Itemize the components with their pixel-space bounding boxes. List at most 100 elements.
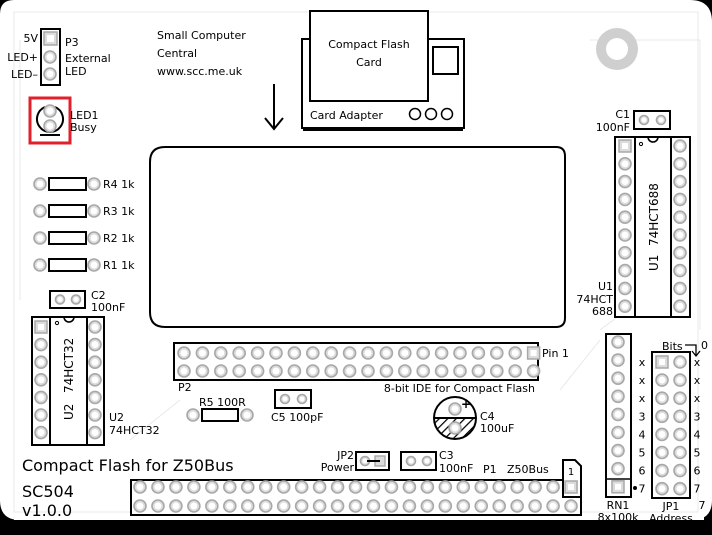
jp1-pin-1 [655, 355, 669, 369]
u1-pin [618, 281, 632, 296]
header-p3[interactable] [40, 28, 61, 86]
jp1-pin [673, 373, 687, 387]
u1-pin [618, 299, 632, 314]
p1-pin [276, 499, 291, 513]
rn1-pin [611, 335, 625, 349]
jp1-bit-end: 7 [699, 499, 706, 512]
p2-pin1-label: Pin 1 [542, 347, 569, 360]
u1-pin [673, 174, 687, 189]
jp1-pin [655, 463, 669, 478]
p2-pin [324, 346, 339, 360]
jp1-pin [655, 373, 669, 387]
resistor-pad [87, 177, 101, 191]
u2-body-part: 74HCT32 [62, 338, 76, 393]
jp1-pin [655, 445, 669, 460]
resistor-pad [33, 177, 47, 191]
p1-pin [169, 480, 183, 494]
u2-pin [34, 372, 48, 387]
jp1-row-label-right: 7 [694, 483, 701, 496]
p1-pin [528, 480, 542, 494]
p1-pin [456, 480, 471, 494]
p1-pin [456, 499, 471, 513]
p2-pin [305, 364, 320, 378]
p3-pin-label-led-plus: LED+ [7, 51, 38, 64]
resistor-r4-label: R4 1k [103, 178, 135, 191]
p2-pin [397, 346, 412, 360]
p1-pin [133, 499, 147, 513]
p1-pin [366, 499, 381, 513]
p2-pin [232, 364, 246, 378]
p1-pin [294, 499, 309, 513]
jp1-row-label-right: 4 [694, 428, 701, 441]
p1-pin [438, 499, 453, 513]
p1-pin [258, 499, 273, 513]
p2-pin [416, 346, 431, 360]
p1-pin [510, 480, 524, 494]
p3-ref: P3 [65, 36, 79, 49]
rn1-value: 8x100k [598, 511, 640, 524]
jumper-jp2[interactable] [355, 451, 390, 471]
jp1-desc: Address [649, 512, 693, 525]
rn1-pin [611, 371, 625, 386]
resistor-r2[interactable] [48, 231, 87, 245]
p2-pin [195, 364, 210, 378]
capacitor-c2[interactable] [49, 290, 86, 309]
capacitor-c5[interactable] [274, 389, 312, 409]
u1-body-part: 74HCT688 [647, 183, 661, 246]
pad-layer [33, 139, 687, 513]
u1-pin [673, 228, 687, 242]
led1-highlight-box [28, 96, 72, 145]
rn1-pin [611, 389, 625, 404]
board-version: v1.0.0 [22, 501, 72, 520]
capacitor-c1[interactable] [633, 110, 671, 130]
board-corner-bottom-right [692, 500, 712, 520]
p1-pin [294, 480, 309, 494]
p1-pin [384, 499, 399, 513]
jp1-row-label-left: x [639, 374, 646, 387]
jumper-jp1-address[interactable] [651, 351, 691, 499]
jp1-row-label-right: 3 [694, 410, 701, 423]
led1[interactable] [28, 96, 72, 145]
u1-pin [618, 228, 632, 242]
u2-pin [34, 390, 48, 405]
led1-ref: LED1 [70, 109, 99, 122]
jp1-row-label-left: 4 [639, 428, 646, 441]
jp1-pin [673, 391, 687, 406]
p2-pin [471, 346, 486, 360]
jp2-ref: JP2 [336, 449, 354, 462]
p1-pin [330, 480, 345, 494]
jp1-pin [673, 481, 687, 496]
capacitor-c4[interactable]: + [433, 396, 477, 440]
resistor-r1[interactable] [48, 258, 87, 272]
resistor-r4[interactable] [48, 177, 87, 191]
p1-pin [384, 480, 399, 494]
p2-pin [453, 364, 467, 378]
rn1-pin [611, 407, 625, 422]
jp1-bit-start: 0 [701, 339, 708, 352]
p2-pin [232, 346, 246, 360]
u1-pin [618, 192, 632, 207]
u2-pin [34, 408, 48, 422]
resistor-r5[interactable] [186, 408, 254, 422]
p1-desc: Z50Bus [507, 463, 549, 476]
p1-pin [312, 499, 327, 513]
p2-pin [177, 346, 191, 360]
capacitor-c3[interactable] [400, 451, 437, 471]
p1-pin-1 [564, 480, 578, 494]
mounting-hole [596, 28, 638, 70]
resistor-r3[interactable] [48, 204, 87, 218]
p3-pin-label-5v: 5V [23, 32, 38, 45]
p2-pin [489, 346, 504, 360]
p1-pin [474, 499, 489, 513]
p1-pin [312, 480, 327, 494]
jp1-row-label-right: 5 [694, 447, 701, 460]
jp1-row-label-left: 5 [639, 447, 646, 460]
led1-desc: Busy [70, 121, 97, 134]
p2-pin [250, 346, 265, 360]
u1-pin [673, 139, 687, 153]
p2-pin-1 [526, 346, 541, 360]
p2-pin [526, 364, 541, 378]
p1-pin [402, 480, 417, 494]
